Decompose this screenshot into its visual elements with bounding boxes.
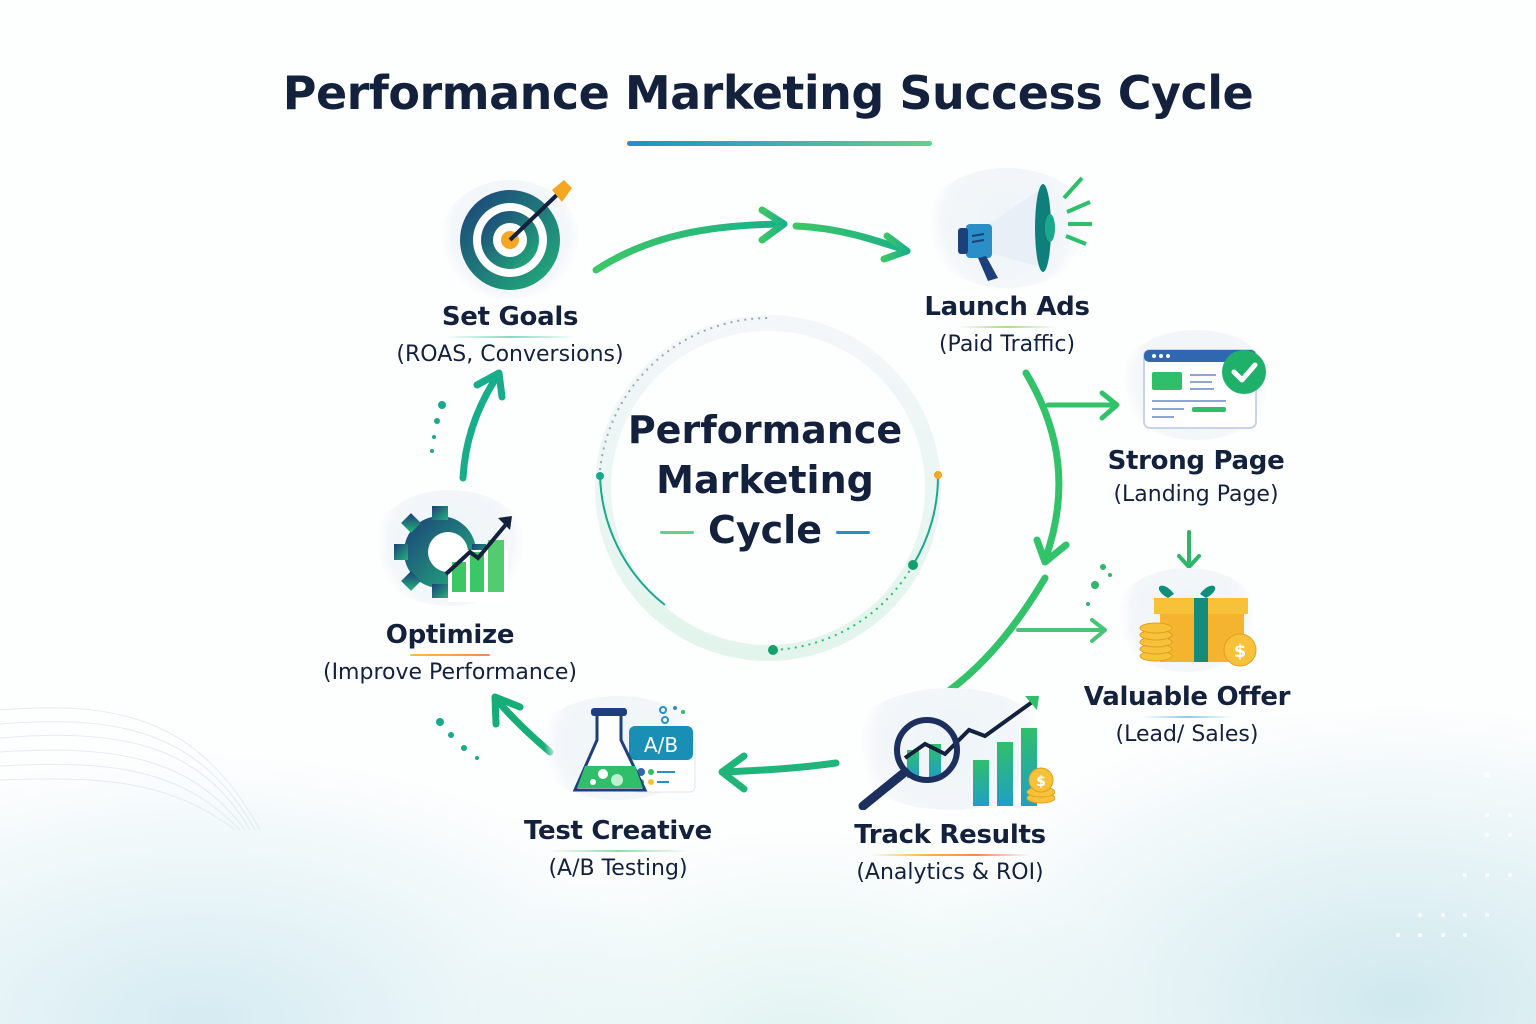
center-line-2: Marketing	[656, 458, 874, 502]
arrow-ads-to-offer	[946, 369, 1070, 694]
arrow-goals-to-ads	[592, 206, 911, 274]
arrow-to-offer	[1016, 618, 1107, 643]
arrow-page-to-offer	[1177, 530, 1201, 569]
node-label: Launch Ads	[924, 292, 1090, 322]
node-label: Track Results	[854, 820, 1046, 850]
page-title: Performance Marketing Success Cycle	[282, 66, 1254, 120]
magnifier-chart-icon: $	[845, 688, 1055, 810]
svg-text:$: $	[1234, 641, 1247, 662]
label-underline	[548, 850, 688, 852]
svg-text:$: $	[1036, 774, 1046, 790]
node-launch-ads: Launch Ads (Paid Traffic)	[900, 168, 1114, 357]
node-track-results: $ Track Results (Analytics & ROI)	[830, 688, 1070, 885]
node-sub: (ROAS, Conversions)	[396, 342, 624, 367]
gear-growth-icon	[370, 490, 530, 606]
center-title: Performance Marketing Cycle	[600, 405, 930, 555]
arrow-to-strong-page	[1045, 390, 1120, 421]
megaphone-icon	[922, 168, 1092, 288]
node-valuable-offer: $ Valuable Offer (Lead/ Sales)	[1074, 568, 1300, 747]
node-sub: (Paid Traffic)	[938, 332, 1076, 357]
node-label: Optimize	[385, 620, 515, 650]
node-set-goals: Set Goals (ROAS, Conversions)	[380, 180, 640, 367]
node-sub: (A/B Testing)	[548, 856, 688, 881]
center-line-1: Performance	[627, 408, 903, 452]
landing-page-check-icon	[1116, 330, 1276, 440]
node-label: Test Creative	[524, 816, 712, 846]
node-sub: (Landing Page)	[1113, 482, 1279, 507]
label-underline	[1142, 716, 1232, 718]
title-underline	[627, 141, 932, 146]
svg-text:A/B: A/B	[644, 733, 678, 757]
node-optimize: Optimize (Improve Performance)	[300, 490, 600, 685]
label-underline	[410, 654, 490, 656]
node-label: Set Goals	[441, 302, 579, 332]
node-label: Strong Page	[1107, 446, 1285, 476]
node-strong-page: Strong Page (Landing Page)	[1090, 330, 1302, 507]
node-sub: (Analytics & ROI)	[856, 860, 1044, 885]
spark-dots-offer	[1086, 564, 1112, 606]
background-wave-lines	[0, 707, 261, 831]
arrow-track-to-test	[718, 752, 840, 793]
node-sub: (Improve Performance)	[322, 660, 578, 685]
dash-right	[835, 531, 870, 534]
dash-left	[660, 531, 694, 534]
spark-dots-test	[436, 718, 479, 760]
node-test-creative: A/B Test Creative (A/B Testing)	[498, 696, 738, 881]
label-underline	[957, 326, 1057, 328]
label-underline	[870, 854, 1030, 856]
flask-ab-icon: A/B	[533, 696, 703, 800]
spark-dots-optimize	[430, 401, 446, 453]
arrow-optimize-to-goals	[459, 369, 506, 482]
label-underline	[445, 336, 575, 338]
target-arrow-icon	[440, 180, 580, 300]
background-dots	[1396, 772, 1512, 937]
node-sub: (Lead/ Sales)	[1115, 722, 1259, 747]
gift-coins-icon: $	[1112, 568, 1262, 672]
node-label: Valuable Offer	[1083, 682, 1291, 712]
center-line-3: Cycle	[708, 508, 822, 552]
